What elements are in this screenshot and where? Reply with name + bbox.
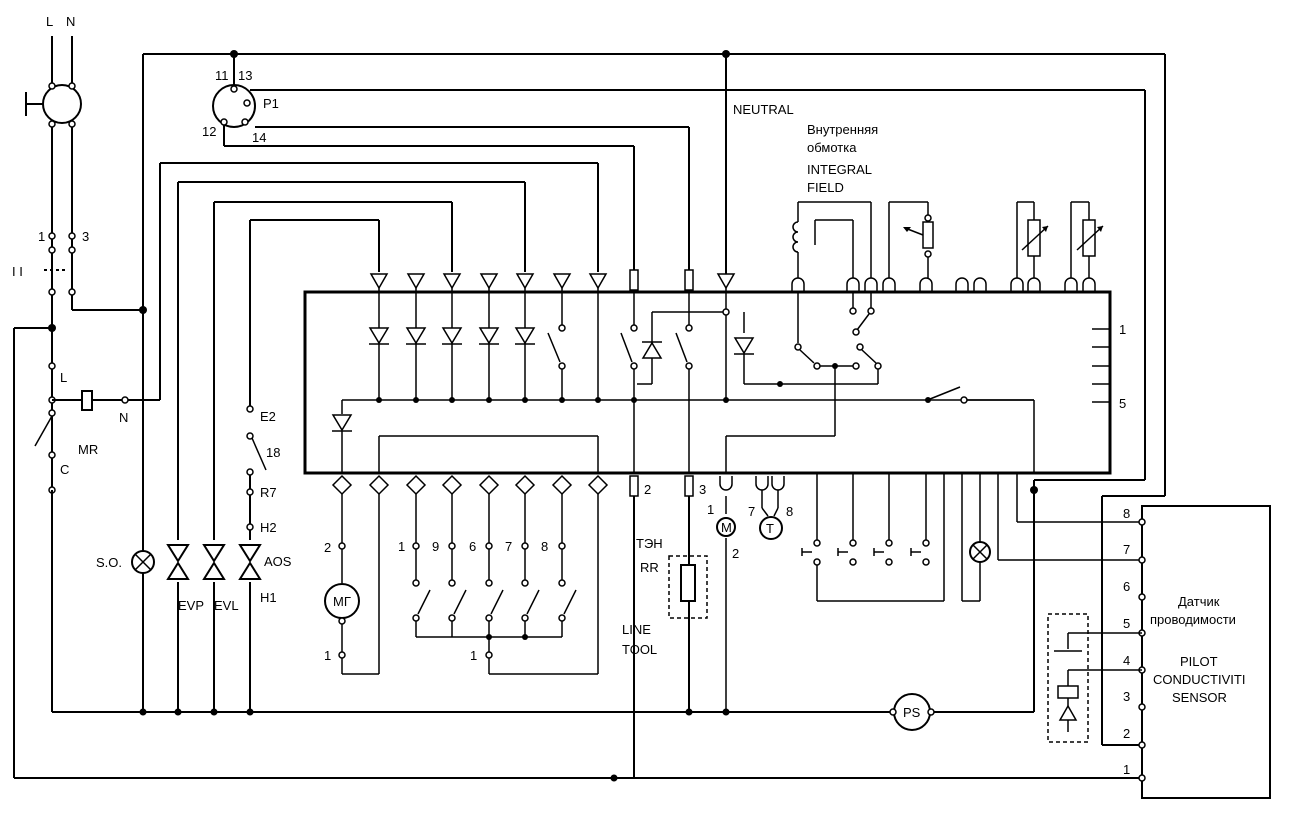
label-l-mid: L <box>60 370 67 385</box>
label-k9: 9 <box>432 539 439 554</box>
label-p1-14: 14 <box>252 130 266 145</box>
label-line: LINE <box>622 622 651 637</box>
label-p1-12: 12 <box>202 124 216 139</box>
sensor-connections <box>934 473 1142 713</box>
label-s1: 1 <box>1123 762 1130 777</box>
label-s7: 7 <box>1123 542 1130 557</box>
label-ten: ТЭН <box>636 536 663 551</box>
label-n-mid: N <box>119 410 128 425</box>
label-s4: 4 <box>1123 653 1130 668</box>
p1-connector <box>212 54 1146 481</box>
mg-pump <box>324 494 380 675</box>
label-n-top: N <box>66 14 75 29</box>
labels: L N NEUTRAL Внутренняя обмотка INTEGRAL … <box>12 14 1245 777</box>
label-s2: 2 <box>1123 726 1130 741</box>
label-integral-field-1: INTEGRAL <box>807 162 872 177</box>
label-r7: R7 <box>260 485 277 500</box>
label-m-2: 2 <box>732 546 739 561</box>
label-s6: 6 <box>1123 579 1130 594</box>
level-switches <box>412 494 599 675</box>
label-s8: 8 <box>1123 506 1130 521</box>
label-aos: AOS <box>264 554 292 569</box>
label-k6: 6 <box>469 539 476 554</box>
label-sw-3: 3 <box>82 229 89 244</box>
label-rr: RR <box>640 560 659 575</box>
supply-circuit <box>13 36 890 778</box>
conductivity-sensor <box>1047 505 1271 799</box>
label-k1: 1 <box>398 539 405 554</box>
label-kcom: 1 <box>470 648 477 663</box>
aos-chain <box>174 405 267 716</box>
label-mg-2: 2 <box>324 540 331 555</box>
label-k8: 8 <box>541 539 548 554</box>
label-18: 18 <box>266 445 280 460</box>
label-mr: MR <box>78 442 98 457</box>
door-switches <box>801 473 945 602</box>
label-p1: P1 <box>263 96 279 111</box>
valve-evp <box>166 544 190 580</box>
label-e2: E2 <box>260 409 276 424</box>
label-evp: EVP <box>178 598 204 613</box>
feed-lines <box>159 162 599 540</box>
t-thermostat <box>759 490 783 540</box>
potentiometer-2 <box>1016 201 1049 278</box>
controller-box <box>303 290 1112 475</box>
label-tool: TOOL <box>622 642 657 657</box>
bottom-feeds <box>14 496 1142 782</box>
label-h2: H2 <box>260 520 277 535</box>
so-lamp <box>131 550 155 574</box>
label-t-7: 7 <box>748 504 755 519</box>
valve-aos <box>238 544 262 580</box>
label-s5: 5 <box>1123 616 1130 631</box>
label-t-8: 8 <box>786 504 793 519</box>
heater-ten <box>680 564 696 602</box>
label-sw-1: 1 <box>38 229 45 244</box>
label-integral-field-2: FIELD <box>807 180 844 195</box>
label-h1: H1 <box>260 590 277 605</box>
label-l-top: L <box>46 14 53 29</box>
potentiometer-1 <box>888 201 934 278</box>
integral-field-winding <box>792 201 872 278</box>
label-sensor-en-2: CONDUCTIVITI <box>1153 672 1245 687</box>
label-k7: 7 <box>505 539 512 554</box>
label-box-1: 1 <box>1119 322 1126 337</box>
indicator-lamp <box>961 473 991 602</box>
label-sensor-en-1: PILOT <box>1180 654 1218 669</box>
motor-fan <box>42 84 82 124</box>
label-sw-ii: I I <box>12 264 23 279</box>
label-sensor-ru-2: проводимости <box>1150 612 1236 627</box>
label-sensor-ru-1: Датчик <box>1178 594 1220 609</box>
ps-pressure-switch <box>889 693 935 731</box>
bottom-terminals <box>331 474 785 497</box>
m-motor <box>716 496 736 716</box>
label-evl: EVL <box>214 598 239 613</box>
top-buses <box>139 50 1166 746</box>
potentiometer-3 <box>1070 201 1104 278</box>
label-box-5: 5 <box>1119 396 1126 411</box>
valve-evl <box>202 544 226 580</box>
internal-circuit <box>331 292 1110 473</box>
label-mg: МГ <box>333 594 351 609</box>
label-pin2: 2 <box>644 482 651 497</box>
label-internal-winding-2: обмотка <box>807 140 857 155</box>
label-t: T <box>766 521 774 536</box>
label-ps: PS <box>903 705 921 720</box>
label-so: S.O. <box>96 555 122 570</box>
label-sensor-en-3: SENSOR <box>1172 690 1227 705</box>
label-m-1: 1 <box>707 502 714 517</box>
label-p1-11: 11 <box>215 68 229 83</box>
label-mg-1: 1 <box>324 648 331 663</box>
label-c: C <box>60 462 69 477</box>
label-neutral: NEUTRAL <box>733 102 794 117</box>
label-s3: 3 <box>1123 689 1130 704</box>
label-internal-winding-1: Внутренняя <box>807 122 878 137</box>
label-pin3: 3 <box>699 482 706 497</box>
top-terminals <box>369 269 1096 292</box>
label-p1-13: 13 <box>238 68 252 83</box>
label-m: M <box>721 520 732 535</box>
mr-relay <box>81 390 93 411</box>
